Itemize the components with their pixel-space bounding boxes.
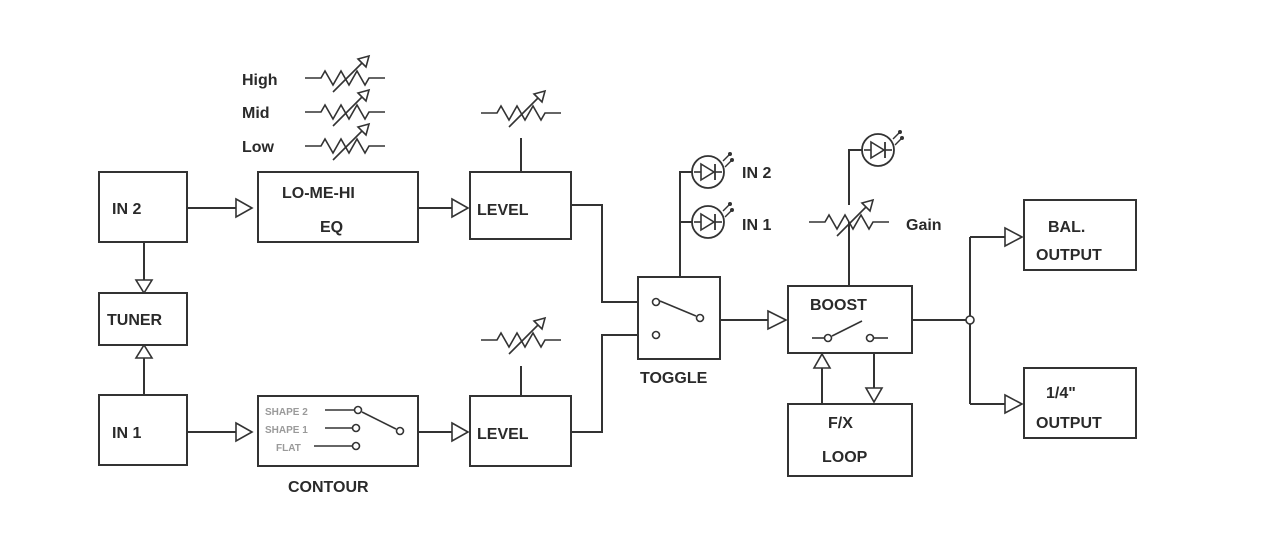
in2-block: IN 2 — [98, 171, 188, 243]
eq-high-control: High — [242, 55, 386, 93]
eq-low-control: Low — [242, 123, 386, 161]
in1-label: IN 1 — [112, 425, 141, 442]
led-in1-label: IN 1 — [742, 217, 771, 234]
contour-selector-switch — [314, 405, 405, 451]
potentiometer-icon — [304, 123, 386, 161]
contour-option-shape2: SHAPE 2 — [265, 407, 308, 418]
led-in2: IN 2 — [691, 151, 771, 189]
quarter-output-label-line2: OUTPUT — [1036, 415, 1102, 432]
bal-output-label-line2: OUTPUT — [1036, 247, 1102, 264]
in1-block: IN 1 — [98, 394, 188, 466]
boost-switch — [812, 320, 888, 343]
led-in2-label: IN 2 — [742, 165, 771, 182]
fx-label-line1: F/X — [828, 415, 853, 432]
contour-option-shape1: SHAPE 1 — [265, 425, 308, 436]
led-in1: IN 1 — [691, 201, 771, 239]
boost-block: BOOST — [787, 285, 913, 354]
arrowheads — [134, 197, 1024, 443]
eq-low-label: Low — [242, 139, 275, 156]
contour-block: SHAPE 2 SHAPE 1 FLAT CONTOUR — [257, 395, 419, 496]
level-bottom-label: LEVEL — [477, 426, 529, 443]
bal-output-label-line1: BAL. — [1048, 219, 1085, 236]
contour-option-flat: FLAT — [276, 443, 301, 454]
tuner-block: TUNER — [98, 292, 188, 346]
fx-loop-block: F/X LOOP — [787, 403, 913, 477]
eq-mid-label: Mid — [242, 105, 270, 122]
level-top-label: LEVEL — [477, 202, 529, 219]
eq-high-label: High — [242, 72, 278, 89]
gain-control: Gain — [808, 199, 942, 237]
boost-led-icon — [861, 129, 905, 167]
eq-mid-control: Mid — [242, 89, 386, 127]
level-top-potentiometer-icon — [480, 90, 562, 128]
fx-label-line2: LOOP — [822, 449, 868, 466]
led-icon — [691, 151, 735, 189]
level-bottom-potentiometer-icon — [480, 317, 562, 355]
eq-label-line1: LO-ME-HI — [282, 185, 355, 202]
boost-label: BOOST — [810, 297, 867, 314]
level-bottom-block: LEVEL — [469, 395, 572, 467]
wires — [143, 138, 1005, 433]
toggle-block: TOGGLE — [637, 276, 721, 387]
potentiometer-icon — [304, 89, 386, 127]
potentiometer-icon — [304, 55, 386, 93]
bal-output-block: BAL. OUTPUT — [1023, 199, 1137, 271]
gain-label: Gain — [906, 217, 942, 234]
quarter-output-block: 1/4" OUTPUT — [1023, 367, 1137, 439]
eq-label-line2: EQ — [320, 219, 343, 236]
tuner-label: TUNER — [107, 312, 163, 329]
contour-label: CONTOUR — [288, 479, 369, 496]
quarter-output-label-line1: 1/4" — [1046, 385, 1076, 402]
led-icon — [691, 201, 735, 239]
toggle-label: TOGGLE — [640, 370, 708, 387]
in2-label: IN 2 — [112, 201, 141, 218]
level-top-block: LEVEL — [469, 171, 572, 240]
eq-block: LO-ME-HI EQ — [257, 171, 419, 243]
